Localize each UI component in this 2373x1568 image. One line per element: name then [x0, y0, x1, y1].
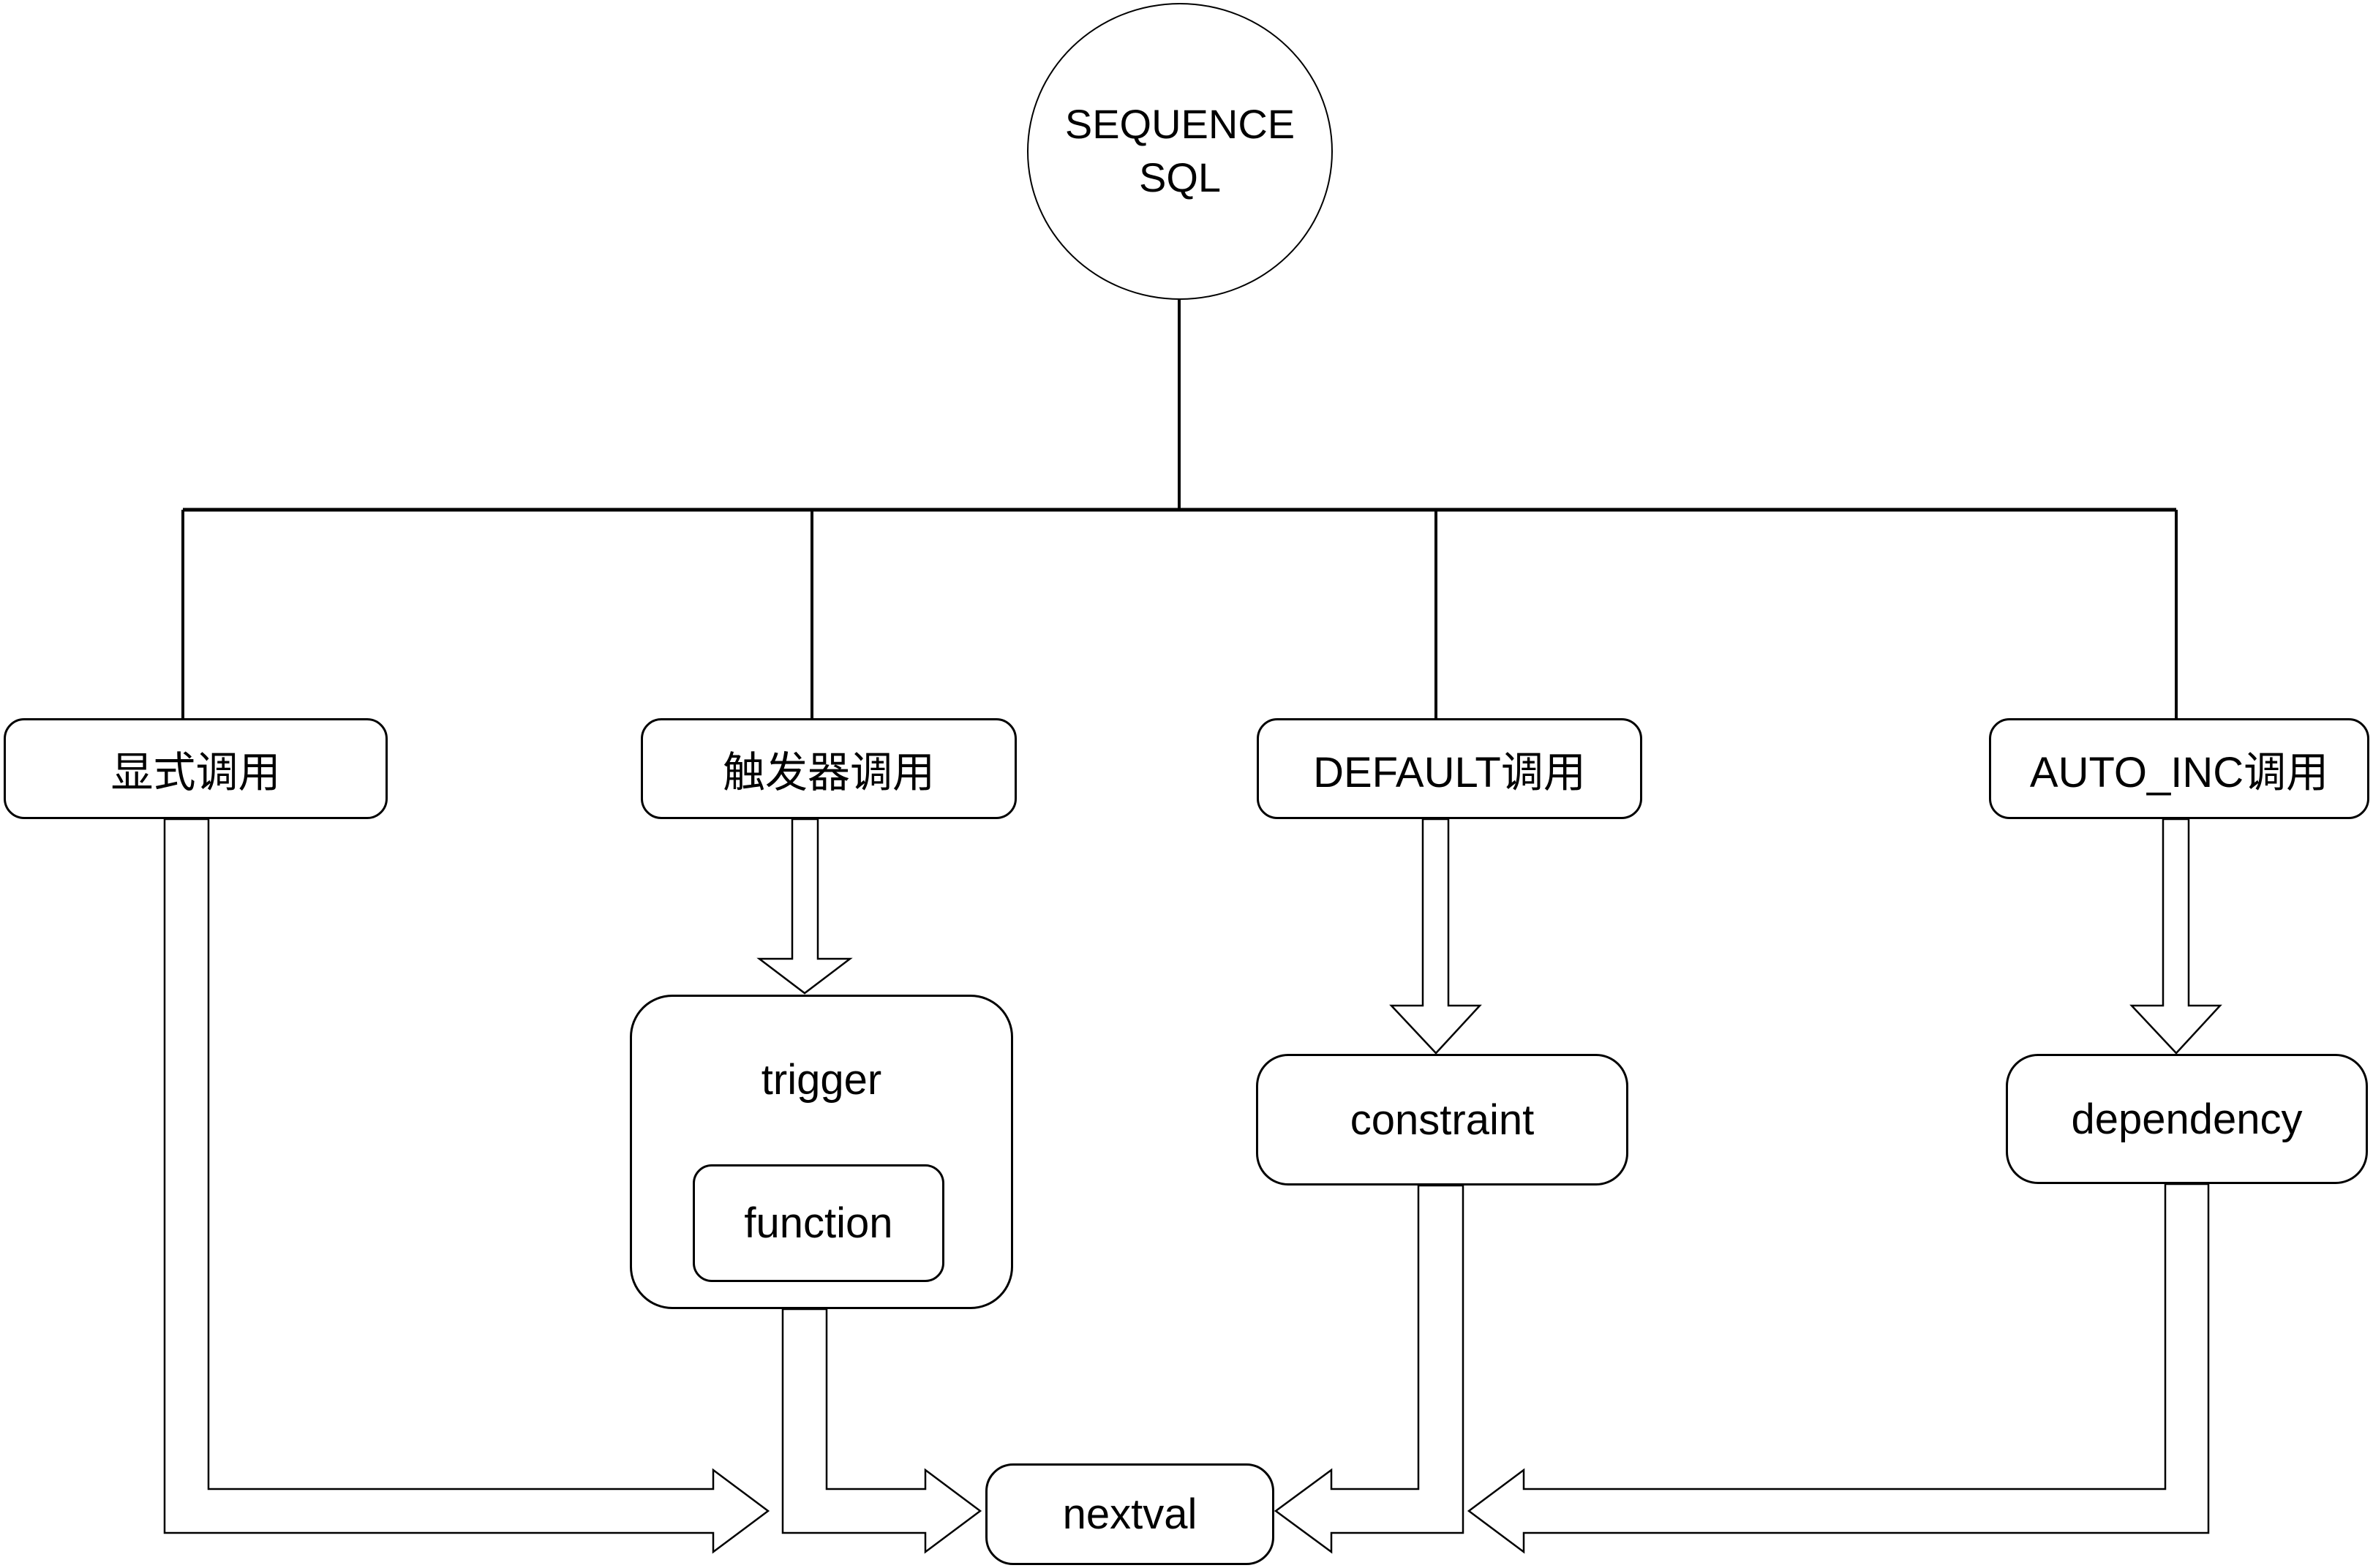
sequence-sql-label-line2: SQL	[1138, 154, 1222, 200]
node-constraint: constraint	[1256, 1054, 1628, 1186]
node-default-call: DEFAULT调用	[1257, 718, 1642, 819]
block-arrow-trigger-call-to-trigger	[756, 818, 853, 995]
default-call-label: DEFAULT调用	[1313, 749, 1586, 796]
node-auto-inc-call: AUTO_INC调用	[1989, 718, 2369, 819]
node-dependency: dependency	[2006, 1054, 2368, 1184]
node-nextval: nextval	[985, 1463, 1274, 1565]
dependency-label: dependency	[2071, 1095, 2303, 1143]
auto-inc-call-label: AUTO_INC调用	[2029, 749, 2329, 796]
sequence-sql-label-line1: SEQUENCE	[1064, 101, 1295, 148]
pipe-arrow-trigger-to-nextval	[781, 1308, 982, 1554]
node-trigger: trigger function	[630, 995, 1013, 1309]
pipe-arrow-explicit-call-to-nextval	[163, 818, 770, 1554]
block-arrow-default-call-to-constraint	[1389, 818, 1482, 1055]
node-function: function	[693, 1164, 944, 1282]
constraint-label: constraint	[1350, 1096, 1535, 1144]
trigger-call-label: 触发器调用	[722, 749, 935, 796]
node-sequence-sql: SEQUENCE SQL	[1027, 3, 1333, 300]
explicit-call-label: 显式调用	[110, 749, 281, 796]
node-explicit-call: 显式调用	[4, 718, 388, 819]
block-arrow-auto-inc-call-to-dependency	[2129, 818, 2222, 1055]
function-label: function	[744, 1199, 893, 1247]
pipe-arrow-constraint-to-nextval	[1274, 1184, 1464, 1554]
nextval-label: nextval	[1062, 1490, 1197, 1538]
trigger-label: trigger	[761, 1055, 882, 1104]
node-trigger-call: 触发器调用	[641, 718, 1017, 819]
pipe-arrow-dependency-to-nextval	[1467, 1183, 2210, 1554]
